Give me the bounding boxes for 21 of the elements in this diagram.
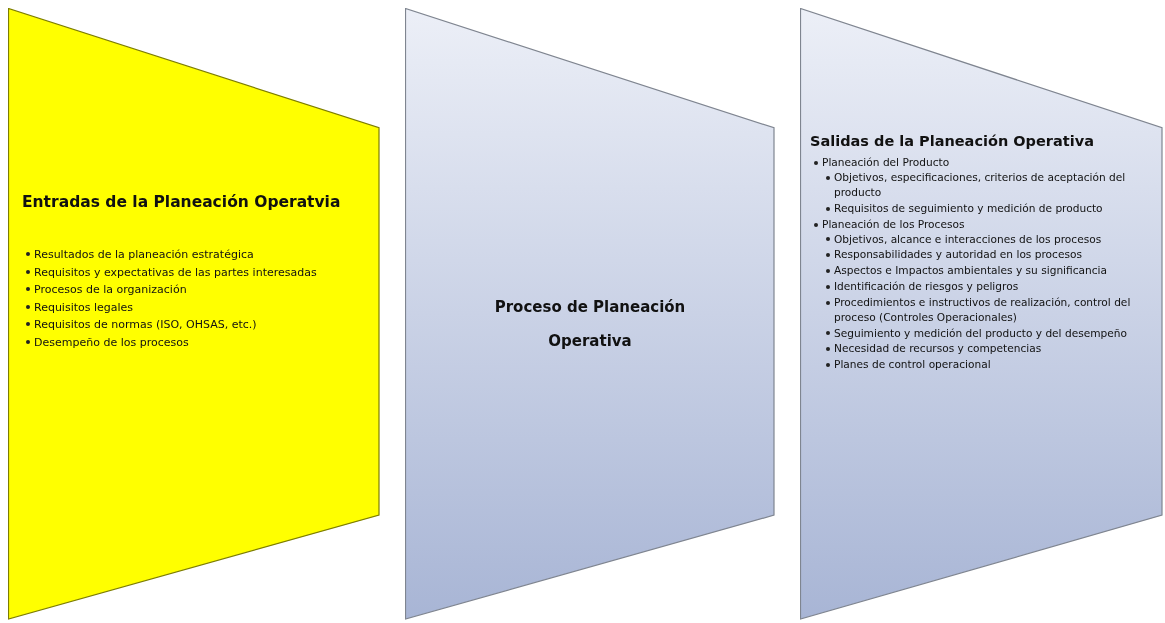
- panel-heading: Proceso de Planeación Operativa: [493, 297, 687, 352]
- bullet-text: Requisitos y expectativas de las partes interesadas: [34, 264, 318, 281]
- bullet-text: Procedimientos e instructivos de realización, control del proceso (Controles Operacionales): [834, 294, 1132, 325]
- panel-heading: Salidas de la Planeación Operativa: [810, 134, 1095, 150]
- bullet-text: Requisitos legales: [34, 299, 135, 316]
- bullet-text: Objetivos, alcance e interacciones de los procesos: [834, 231, 1103, 247]
- bullet-text: Objetivos, especificaciones, criterios de aceptación del producto: [834, 170, 1127, 200]
- bullet-text: Planeación del Producto: [822, 155, 951, 171]
- bullet-text: Identificación de riesgos y peligros: [834, 279, 1020, 294]
- bullet-text: Planeación de los Procesos: [822, 216, 966, 232]
- bullet-text: Aspectos e Impactos ambientales y su significancia: [834, 263, 1108, 279]
- bullet-text: Requisitos de seguimiento y medición de producto: [834, 200, 1104, 216]
- bullet-text: Desempeño de los procesos: [34, 334, 190, 351]
- bullet-text: Procesos de la organización: [34, 282, 188, 299]
- bullet-text: Seguimiento y medición del producto y del desempeño: [834, 325, 1128, 341]
- panel-heading: Entradas de la Planeación Operatvia: [22, 193, 342, 212]
- bullet-text: Requisitos de normas (ISO, OHSAS, etc.): [34, 317, 258, 334]
- bullet-text: Planes de control operacional: [834, 357, 992, 372]
- bullet-text: Necesidad de recursos y competencias: [834, 341, 1043, 357]
- bullet-text: Resultados de la planeación estratégica: [34, 247, 255, 263]
- bullet-text: Responsabilidades y autoridad en los procesos: [834, 247, 1083, 263]
